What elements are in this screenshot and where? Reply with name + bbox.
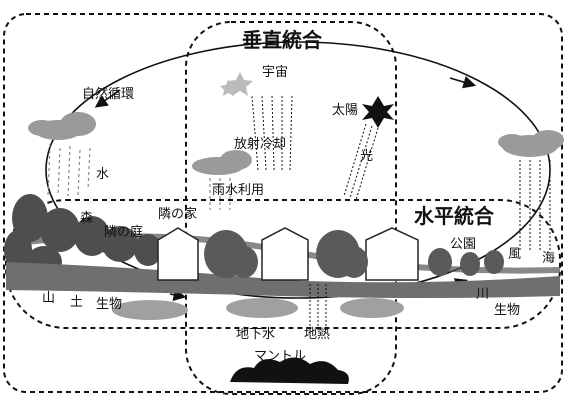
sun-icon <box>362 96 394 128</box>
forest-label: 森 <box>80 211 94 226</box>
vertical-integration-title: 垂直統合 <box>242 28 322 52</box>
rain-icon <box>47 143 231 210</box>
neighbor-house-label: 隣の家 <box>158 207 198 222</box>
rainwater-use-label: 雨水利用 <box>212 183 265 198</box>
cycle-arrow-top <box>449 76 477 89</box>
park-label: 公園 <box>450 237 477 252</box>
radiative-cooling-label: 放射冷却 <box>234 137 287 152</box>
cycle-arrow-bottom-left <box>169 288 187 302</box>
creatures-right-label: 生物 <box>494 303 521 318</box>
mountain-label: 山 <box>42 291 56 306</box>
cloud-icon <box>498 130 564 157</box>
natural-cycle-label: 自然循環 <box>82 87 135 102</box>
cloud-icon <box>192 150 252 175</box>
light-rays <box>343 123 379 201</box>
tree-icon <box>4 194 162 278</box>
cloud-icon <box>28 112 96 140</box>
space-label: 宇宙 <box>262 65 289 80</box>
mantle-label: マントル <box>254 349 307 364</box>
geothermal-label: 地熱 <box>304 327 331 342</box>
vertical-integration-region <box>185 21 397 395</box>
radiative-cooling-arrows <box>251 95 293 171</box>
ground <box>6 262 560 298</box>
river-label: 川 <box>476 287 490 302</box>
wind-label: 風 <box>508 247 522 262</box>
creatures-left-label: 生物 <box>96 297 123 312</box>
soil-label: 土 <box>70 295 84 310</box>
cycle-arrow-left <box>94 89 121 108</box>
sea-label: 海 <box>542 251 556 266</box>
tree-icon <box>204 230 504 278</box>
underground-water <box>112 298 404 320</box>
star-icon <box>220 72 253 96</box>
sun-label: 太陽 <box>332 103 359 118</box>
light-label: 光 <box>360 149 374 164</box>
outer-frame <box>3 13 563 393</box>
evaporation-arrows <box>519 160 551 250</box>
water-label: 水 <box>96 167 110 182</box>
horizontal-integration-title: 水平統合 <box>414 204 494 228</box>
mantle-rock-icon <box>230 357 349 384</box>
house-icon <box>157 227 419 281</box>
groundwater-label: 地下水 <box>236 327 276 342</box>
neighbor-garden-label: 隣の庭 <box>104 225 144 240</box>
